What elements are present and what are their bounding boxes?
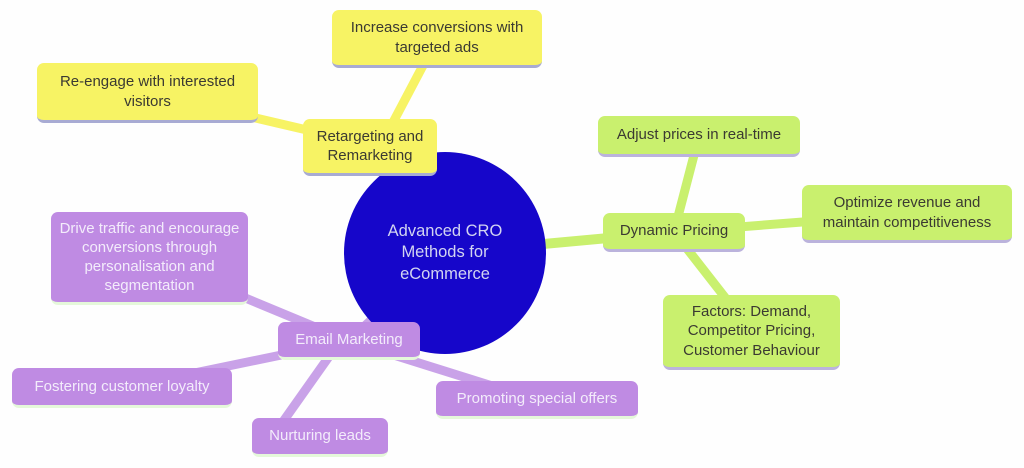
node-pricing-factors: Factors: Demand, Competitor Pricing, Cus…	[663, 295, 840, 370]
node-optimize-revenue: Optimize revenue and maintain competitiv…	[802, 185, 1012, 243]
node-label: Nurturing leads	[269, 427, 371, 445]
center-topic-label: Advanced CRO Methods for eCommerce	[387, 221, 503, 283]
node-label: Re-engage with interested visitors	[59, 73, 236, 110]
node-re-engage-visitors: Re-engage with interested visitors	[37, 63, 258, 123]
node-label: Increase conversions with targeted ads	[350, 19, 524, 56]
node-label: Promoting special offers	[456, 389, 618, 407]
node-label: Fostering customer loyalty	[34, 377, 210, 395]
node-adjust-prices: Adjust prices in real-time	[598, 116, 800, 157]
node-label: Email Marketing	[295, 330, 403, 348]
node-drive-traffic: Drive traffic and encourage conversions …	[51, 212, 248, 305]
node-email-marketing: Email Marketing	[278, 322, 420, 360]
node-label: Dynamic Pricing	[619, 222, 729, 240]
node-fostering-loyalty: Fostering customer loyalty	[12, 368, 232, 408]
node-dynamic-pricing: Dynamic Pricing	[603, 213, 745, 252]
node-label: Factors: Demand, Competitor Pricing, Cus…	[683, 303, 820, 359]
node-promoting-offers: Promoting special offers	[436, 381, 638, 419]
node-increase-conversions: Increase conversions with targeted ads	[332, 10, 542, 68]
node-nurturing-leads: Nurturing leads	[252, 418, 388, 457]
node-label: Drive traffic and encourage conversions …	[59, 219, 240, 295]
node-label: Optimize revenue and maintain competitiv…	[822, 194, 992, 231]
node-retargeting-remarketing: Retargeting and Remarketing	[303, 119, 437, 176]
node-label: Adjust prices in real-time	[616, 126, 782, 144]
center-topic-node: Advanced CRO Methods for eCommerce	[344, 152, 546, 354]
node-label: Retargeting and Remarketing	[316, 127, 424, 164]
